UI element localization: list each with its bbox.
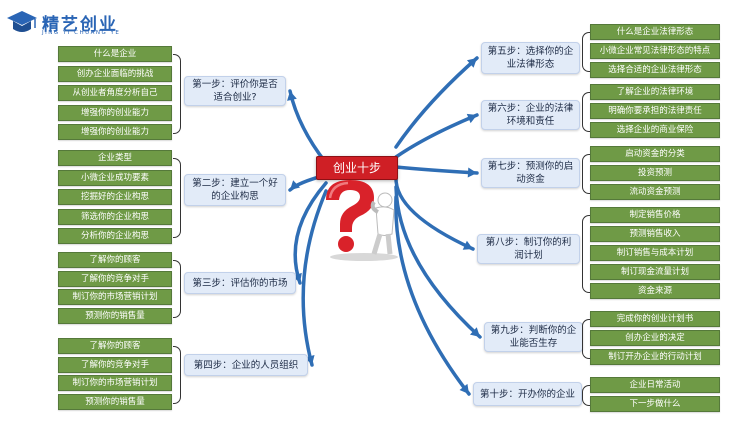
left-step-1-item[interactable]: 创办企业面临的挑战 [58, 65, 172, 82]
left-step-1-item[interactable]: 从创业者角度分析自己 [58, 85, 172, 101]
right-connector-2-arrow [466, 113, 477, 124]
brand-logo: 精艺创业 JING YI CHUANG YE [4, 4, 144, 40]
right-step-2-item[interactable]: 了解企业的法律环境 [590, 84, 720, 100]
right-step-3-item[interactable]: 流动资金预测 [590, 184, 720, 200]
right-step-6-item[interactable]: 企业日常活动 [590, 377, 720, 393]
right-step-1-item[interactable]: 选择合适的企业法律形态 [590, 62, 720, 78]
left-step-3-item[interactable]: 了解你的竞争对手 [58, 270, 172, 287]
left-step-4-item[interactable]: 预测你的销售量 [58, 393, 172, 410]
left-step-4[interactable]: 第四步：企业的人员组织 [184, 354, 308, 376]
right-step-5-item[interactable]: 完成你的创业计划书 [590, 311, 720, 327]
left-step-3-item[interactable]: 了解你的顾客 [58, 252, 172, 268]
right-connector-1-arrow [466, 58, 477, 68]
brand-name: 精艺创业 [42, 15, 118, 35]
right-step-3-item[interactable]: 启动资金的分类 [590, 146, 720, 162]
left-step-1-item[interactable]: 增强你的创业能力 [58, 104, 172, 121]
left-step-2-item[interactable]: 分析你的企业构思 [58, 228, 172, 244]
center-title: 创业十步 [316, 156, 398, 180]
right-connector-3-arrow [467, 167, 477, 178]
left-connector-3 [293, 181, 328, 285]
right-connector-5 [394, 185, 482, 339]
right-step-4-item[interactable]: 预测销售收入 [590, 226, 720, 242]
right-step-2-bracket [582, 92, 590, 132]
left-step-2-item[interactable]: 小微企业成功要素 [58, 169, 172, 186]
right-connector-3 [394, 165, 479, 175]
right-connector-6-arrow [459, 383, 469, 394]
left-connector-4 [301, 189, 328, 367]
right-step-4-item[interactable]: 制定销售价格 [590, 207, 720, 223]
left-connector-2-arrow [290, 180, 300, 190]
right-step-5[interactable]: 第九步：判断你的企业能否生存 [484, 322, 583, 352]
left-step-3-item[interactable]: 制订你的市场营销计划 [58, 289, 172, 305]
right-connector-4 [394, 175, 475, 251]
left-step-2-item[interactable]: 筛选你的企业构思 [58, 208, 172, 225]
right-connector-4-arrow [462, 240, 473, 250]
question-mark-figure-icon [326, 180, 398, 261]
left-step-3-item[interactable]: 预测你的销售量 [58, 307, 172, 324]
right-connector-2 [394, 113, 479, 159]
left-step-1-item[interactable]: 什么是企业 [58, 46, 172, 62]
right-step-1-item[interactable]: 什么是企业法律形态 [590, 24, 720, 40]
right-step-4-bracket [582, 215, 590, 293]
right-step-6-item[interactable]: 下一步做什么 [590, 396, 720, 412]
right-step-2-item[interactable]: 选择企业的商业保险 [590, 122, 720, 138]
left-step-4-item[interactable]: 了解你的竞争对手 [58, 356, 172, 373]
brand-subtitle: JING YI CHUANG YE [42, 30, 121, 36]
right-step-1-item[interactable]: 小微企业常见法律形态的特点 [590, 43, 720, 59]
right-step-3-item[interactable]: 投资预测 [590, 165, 720, 181]
left-step-4-item[interactable]: 了解你的顾客 [58, 338, 172, 354]
left-step-1-item[interactable]: 增强你的创业能力 [58, 124, 172, 140]
right-connector-5-arrow [469, 327, 480, 337]
right-step-1[interactable]: 第五步：选择你的企业法律形态 [481, 42, 580, 74]
right-step-5-item[interactable]: 创办企业的决定 [590, 330, 720, 346]
right-step-6-bracket [582, 385, 590, 406]
left-step-1[interactable]: 第一步：评价你是否适合创业? [184, 76, 286, 106]
graduation-cap-icon [7, 11, 37, 32]
left-connector-1 [288, 89, 328, 165]
right-step-6[interactable]: 第十步：开办你的企业 [473, 382, 582, 406]
right-step-5-item[interactable]: 制订开办企业的行动计划 [590, 349, 720, 365]
right-step-2-item[interactable]: 明确你要承担的法律责任 [590, 103, 720, 119]
right-step-2[interactable]: 第六步：企业的法律环境和责任 [481, 100, 580, 130]
right-step-1-bracket [582, 32, 590, 72]
left-step-3-bracket [173, 260, 181, 318]
left-step-1-bracket [173, 54, 181, 134]
right-step-4[interactable]: 第八步：制订你的利润计划 [477, 234, 580, 264]
left-step-4-bracket [173, 346, 181, 404]
left-step-3[interactable]: 第三步：评估你的市场 [184, 272, 296, 294]
right-step-4-item[interactable]: 制订现金流量计划 [590, 264, 720, 280]
right-connector-1 [394, 56, 479, 149]
right-step-4-item[interactable]: 制订销售与成本计划 [590, 245, 720, 261]
left-step-2-item[interactable]: 挖掘好的企业构思 [58, 189, 172, 205]
left-step-2-item[interactable]: 企业类型 [58, 150, 172, 166]
left-step-2[interactable]: 第二步：建立一个好的企业构思 [184, 174, 286, 206]
left-step-4-item[interactable]: 制订你的市场营销计划 [58, 375, 172, 391]
right-step-3-bracket [582, 154, 590, 194]
right-step-4-item[interactable]: 资金来源 [590, 283, 720, 299]
left-connector-1-arrow [287, 91, 297, 101]
right-step-5-bracket [582, 319, 590, 359]
right-step-3[interactable]: 第七步：预测你的启动资金 [481, 158, 580, 188]
right-connector-6 [394, 195, 471, 396]
left-step-2-bracket [173, 158, 181, 238]
